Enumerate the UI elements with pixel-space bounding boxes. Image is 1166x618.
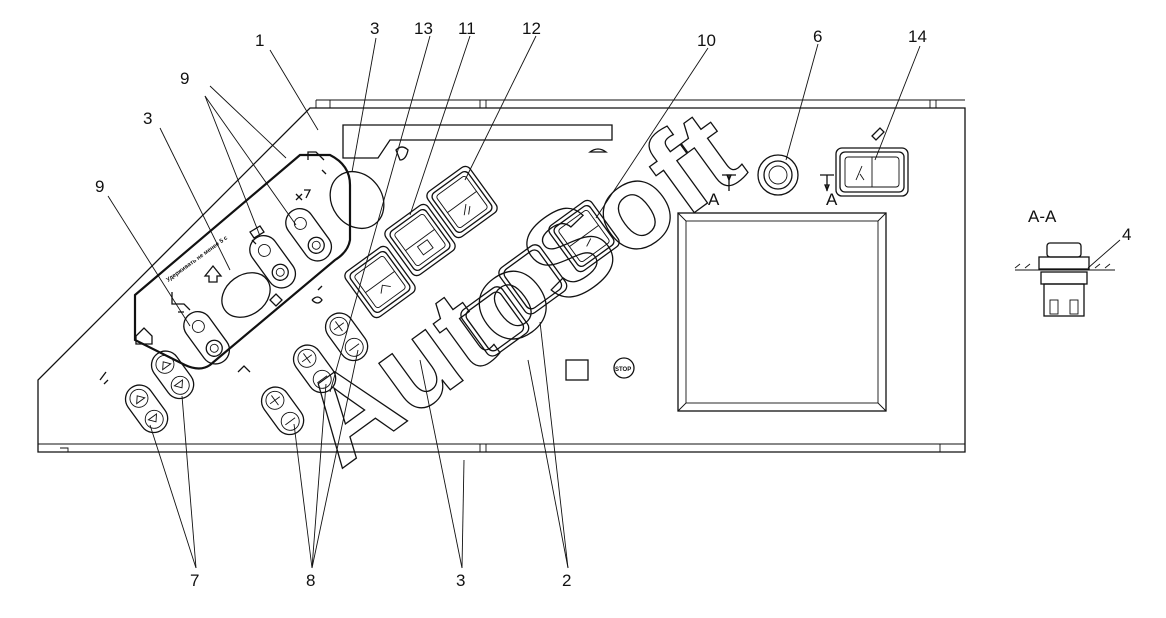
arrow-buttons [124,350,195,434]
key-14 [835,127,909,197]
blank-keys [460,199,620,357]
keypad-buttons [183,207,333,365]
label-9-top: 9 [180,69,189,88]
label-4: 4 [1122,225,1131,244]
label-3-top: 3 [370,19,379,38]
label-12: 12 [522,19,541,38]
label-3-bottom: 3 [456,571,465,590]
pictograms [99,146,608,385]
small-square [565,359,589,381]
slot [342,124,613,159]
plus-minus-buttons [260,312,369,436]
label-7: 7 [190,571,199,590]
label-10: 10 [697,31,716,50]
label-2: 2 [562,571,571,590]
leader-lines [107,35,1121,569]
label-1: 1 [255,31,264,50]
label-8: 8 [306,571,315,590]
section-mark-right: A [826,190,838,209]
section-mark-left: A [708,190,720,209]
section-view: A-A [1014,207,1115,317]
label-11: 11 [458,19,476,38]
label-3-left: 3 [143,109,152,128]
label-13: 13 [414,19,433,38]
square-keys [344,165,498,319]
keypad-region: Удерживать не менее 5 с [133,153,352,370]
section-title: A-A [1028,207,1057,226]
label-6: 6 [813,27,822,46]
panel-outline [37,99,966,453]
display-window [677,212,887,412]
label-9-left: 9 [95,177,104,196]
oval-cutouts [221,170,385,318]
callout-labels: 1 3 13 11 12 10 6 14 4 9 3 9 7 8 3 2 [95,19,1131,590]
label-14: 14 [908,27,927,46]
stop-text: STOP [615,367,631,373]
round-knob: A A [708,154,838,209]
watermark: AutoSoft [277,85,766,491]
stop-emblem: STOP [613,357,635,379]
